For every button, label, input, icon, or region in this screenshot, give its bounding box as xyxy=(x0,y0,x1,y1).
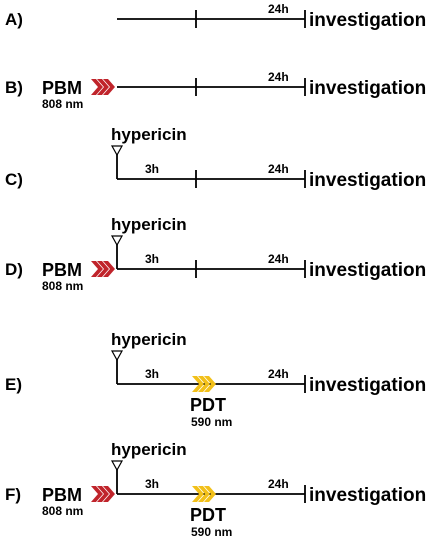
panel-label: C) xyxy=(5,170,23,189)
investigation-label: investigation xyxy=(309,170,426,191)
hypericin-marker-icon xyxy=(110,350,124,362)
hypericin-label: hypericin xyxy=(111,440,187,459)
interval-label-3h: 3h xyxy=(145,162,159,176)
light-chevron xyxy=(97,79,109,95)
light-chevron xyxy=(198,376,210,392)
light-chevron xyxy=(204,486,216,502)
pbm-chevrons xyxy=(91,486,115,502)
pdt-title: PDT xyxy=(190,395,226,415)
hypericin-label: hypericin xyxy=(111,215,187,234)
interval-label-24h: 24h xyxy=(268,367,289,381)
interval-label-3h: 3h xyxy=(145,477,159,491)
light-chevron xyxy=(91,261,103,277)
light-chevron xyxy=(91,79,103,95)
pbm-wavelength: 808 nm xyxy=(42,97,83,111)
hypericin-marker-icon xyxy=(110,460,124,472)
investigation-label: investigation xyxy=(309,375,426,396)
pbm-chevrons xyxy=(91,261,115,277)
interval-label-3h: 3h xyxy=(145,252,159,266)
light-chevron xyxy=(204,376,216,392)
investigation-label: investigation xyxy=(309,260,426,281)
panel-label: A) xyxy=(5,10,23,29)
light-chevron xyxy=(103,79,115,95)
pbm-wavelength: 808 nm xyxy=(42,504,83,518)
light-chevron xyxy=(198,486,210,502)
interval-label-24h: 24h xyxy=(268,252,289,266)
pbm-title: PBM xyxy=(42,260,82,280)
pdt-chevrons xyxy=(192,486,216,502)
investigation-label: investigation xyxy=(309,485,426,506)
light-chevron xyxy=(97,261,109,277)
light-chevron xyxy=(103,261,115,277)
investigation-label: investigation xyxy=(309,10,426,31)
hypericin-marker-icon xyxy=(110,145,124,157)
panel-label: E) xyxy=(5,375,22,394)
hypericin-label: hypericin xyxy=(111,330,187,349)
interval-label-24h: 24h xyxy=(268,2,289,16)
pdt-wavelength: 590 nm xyxy=(191,415,232,429)
pdt-wavelength: 590 nm xyxy=(191,525,232,539)
light-chevron xyxy=(91,486,103,502)
timeline-panel: A) investigation 24h xyxy=(5,2,426,31)
hypericin-marker-icon xyxy=(110,235,124,247)
interval-label-24h: 24h xyxy=(268,70,289,84)
panel-label: F) xyxy=(5,485,21,504)
pbm-chevrons xyxy=(91,79,115,95)
light-chevron xyxy=(103,486,115,502)
interval-label-24h: 24h xyxy=(268,162,289,176)
investigation-label: investigation xyxy=(309,78,426,99)
hypericin-label: hypericin xyxy=(111,125,187,144)
pbm-wavelength: 808 nm xyxy=(42,279,83,293)
interval-label-3h: 3h xyxy=(145,367,159,381)
light-chevron xyxy=(192,486,204,502)
pdt-title: PDT xyxy=(190,505,226,525)
timeline-panel: C) investigation 24h hypericin 3h xyxy=(5,125,426,191)
interval-label-24h: 24h xyxy=(268,477,289,491)
light-chevron xyxy=(97,486,109,502)
panel-label: B) xyxy=(5,78,23,97)
light-chevron xyxy=(192,376,204,392)
panel-label: D) xyxy=(5,260,23,279)
pbm-title: PBM xyxy=(42,78,82,98)
pdt-chevrons xyxy=(192,376,216,392)
pbm-title: PBM xyxy=(42,485,82,505)
